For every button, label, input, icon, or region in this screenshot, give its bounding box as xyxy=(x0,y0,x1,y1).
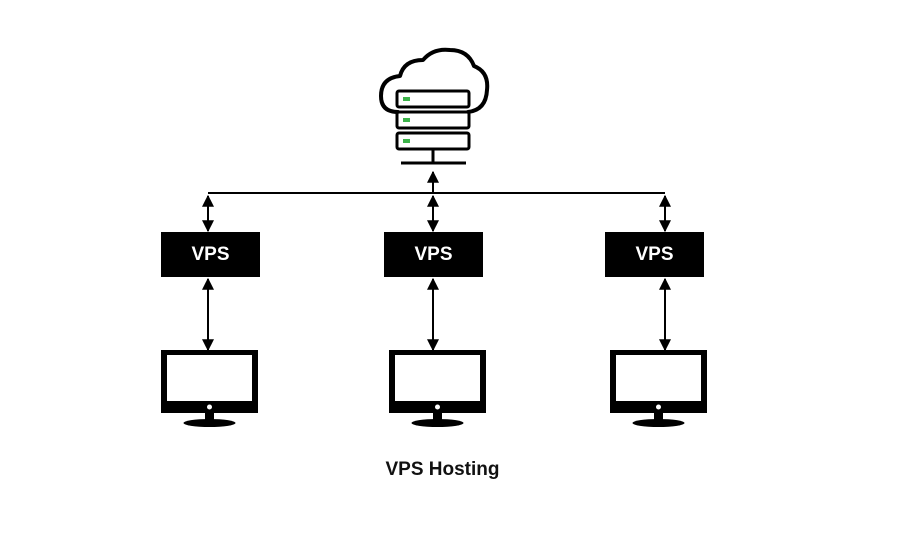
monitor-icon xyxy=(610,350,707,427)
vps-node: VPS xyxy=(384,232,483,277)
vps-node: VPS xyxy=(605,232,704,277)
monitor-icon xyxy=(161,350,258,427)
vps-label: VPS xyxy=(191,243,230,265)
diagram-caption: VPS Hosting xyxy=(385,459,500,480)
vps-label: VPS xyxy=(635,243,674,265)
monitor-icon xyxy=(389,350,486,427)
vps-node: VPS xyxy=(161,232,260,277)
vps-label: VPS xyxy=(414,243,453,265)
cloud-server-icon xyxy=(379,47,490,165)
